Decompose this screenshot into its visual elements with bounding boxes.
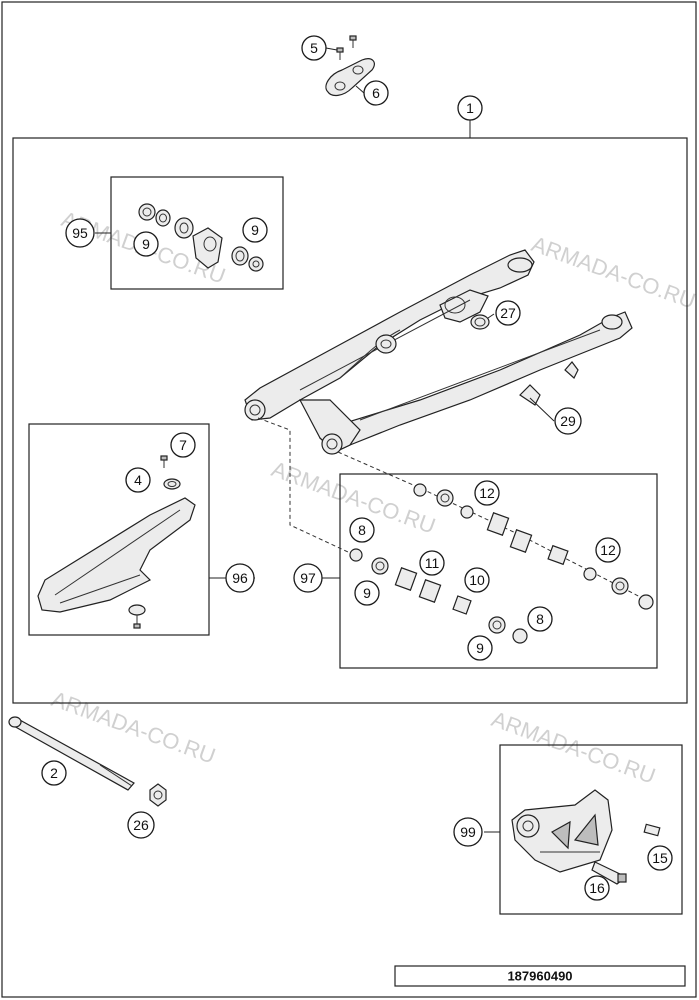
callout-15[interactable]: 15 xyxy=(647,845,673,871)
callout-9[interactable]: 9 xyxy=(467,635,493,661)
svg-text:4: 4 xyxy=(134,472,142,488)
drawing-number: 187960490 xyxy=(507,969,572,984)
part-1-swingarm xyxy=(244,249,633,455)
callout-12[interactable]: 12 xyxy=(595,537,621,563)
svg-text:96: 96 xyxy=(232,570,248,586)
leader-line xyxy=(355,85,365,94)
svg-text:11: 11 xyxy=(425,555,440,571)
part-6-plate xyxy=(325,58,375,97)
callout-1[interactable]: 1 xyxy=(457,95,483,121)
swingarm-assembly-frame xyxy=(12,137,688,704)
svg-text:2: 2 xyxy=(50,765,58,781)
part-96-chain-slider xyxy=(37,455,196,629)
callout-9[interactable]: 9 xyxy=(242,217,268,243)
drawing-number-box xyxy=(394,965,686,987)
chain-slider-box xyxy=(28,423,210,636)
leader-line xyxy=(487,313,495,319)
callout-9[interactable]: 9 xyxy=(354,580,380,606)
part-27-ring xyxy=(470,314,490,330)
part-99-chain-guide xyxy=(511,789,661,885)
pivot-axis-dashed-line xyxy=(257,417,349,553)
watermark: ARMADA-CO.RU xyxy=(528,231,699,313)
svg-text:5: 5 xyxy=(310,40,318,56)
svg-text:1: 1 xyxy=(466,100,474,116)
chain-guide-box xyxy=(499,744,683,915)
callout-5[interactable]: 5 xyxy=(301,35,327,61)
pivot-axis-dashed-line xyxy=(337,451,651,603)
callout-4[interactable]: 4 xyxy=(125,467,151,493)
callout-7[interactable]: 7 xyxy=(170,432,196,458)
callout-96[interactable]: 96 xyxy=(225,563,255,593)
svg-text:27: 27 xyxy=(500,305,516,321)
svg-text:8: 8 xyxy=(536,611,544,627)
svg-text:12: 12 xyxy=(479,485,495,501)
pivot-bearing-box xyxy=(339,473,658,669)
callout-26[interactable]: 26 xyxy=(127,811,155,839)
svg-text:12: 12 xyxy=(600,542,616,558)
callout-10[interactable]: 10 xyxy=(464,567,490,593)
callout-95[interactable]: 95 xyxy=(65,218,95,248)
svg-text:99: 99 xyxy=(460,824,476,840)
svg-text:6: 6 xyxy=(372,85,380,101)
svg-text:9: 9 xyxy=(142,236,150,252)
callout-6[interactable]: 6 xyxy=(363,80,389,106)
svg-text:16: 16 xyxy=(589,880,605,896)
svg-text:29: 29 xyxy=(560,413,576,429)
callout-97[interactable]: 97 xyxy=(293,563,323,593)
callout-12[interactable]: 12 xyxy=(474,480,500,506)
leader-line xyxy=(529,397,555,422)
part-26-nut xyxy=(149,783,167,807)
svg-text:9: 9 xyxy=(476,640,484,656)
svg-text:26: 26 xyxy=(133,817,149,833)
watermark: ARMADA-CO.RU xyxy=(488,706,659,788)
callout-11[interactable]: 11 xyxy=(419,550,445,576)
part-97-pivot-bearings xyxy=(349,483,654,644)
callout-99[interactable]: 99 xyxy=(453,817,483,847)
svg-text:10: 10 xyxy=(469,572,485,588)
svg-text:9: 9 xyxy=(251,222,259,238)
callout-9[interactable]: 9 xyxy=(133,231,159,257)
callout-2[interactable]: 2 xyxy=(41,760,67,786)
part-2-swingarm-axle xyxy=(8,716,135,791)
callout-29[interactable]: 29 xyxy=(554,407,582,435)
callout-8[interactable]: 8 xyxy=(349,517,375,543)
callout-8[interactable]: 8 xyxy=(527,606,553,632)
leader-line xyxy=(325,47,338,51)
callout-16[interactable]: 16 xyxy=(584,875,610,901)
svg-text:7: 7 xyxy=(179,437,187,453)
svg-text:8: 8 xyxy=(358,522,366,538)
part-5-bolts xyxy=(336,35,357,60)
callout-27[interactable]: 27 xyxy=(495,300,521,326)
svg-text:95: 95 xyxy=(72,225,88,241)
svg-text:9: 9 xyxy=(363,585,371,601)
svg-text:15: 15 xyxy=(652,850,668,866)
svg-text:97: 97 xyxy=(300,570,316,586)
part-95-bearing-kit xyxy=(138,203,264,272)
